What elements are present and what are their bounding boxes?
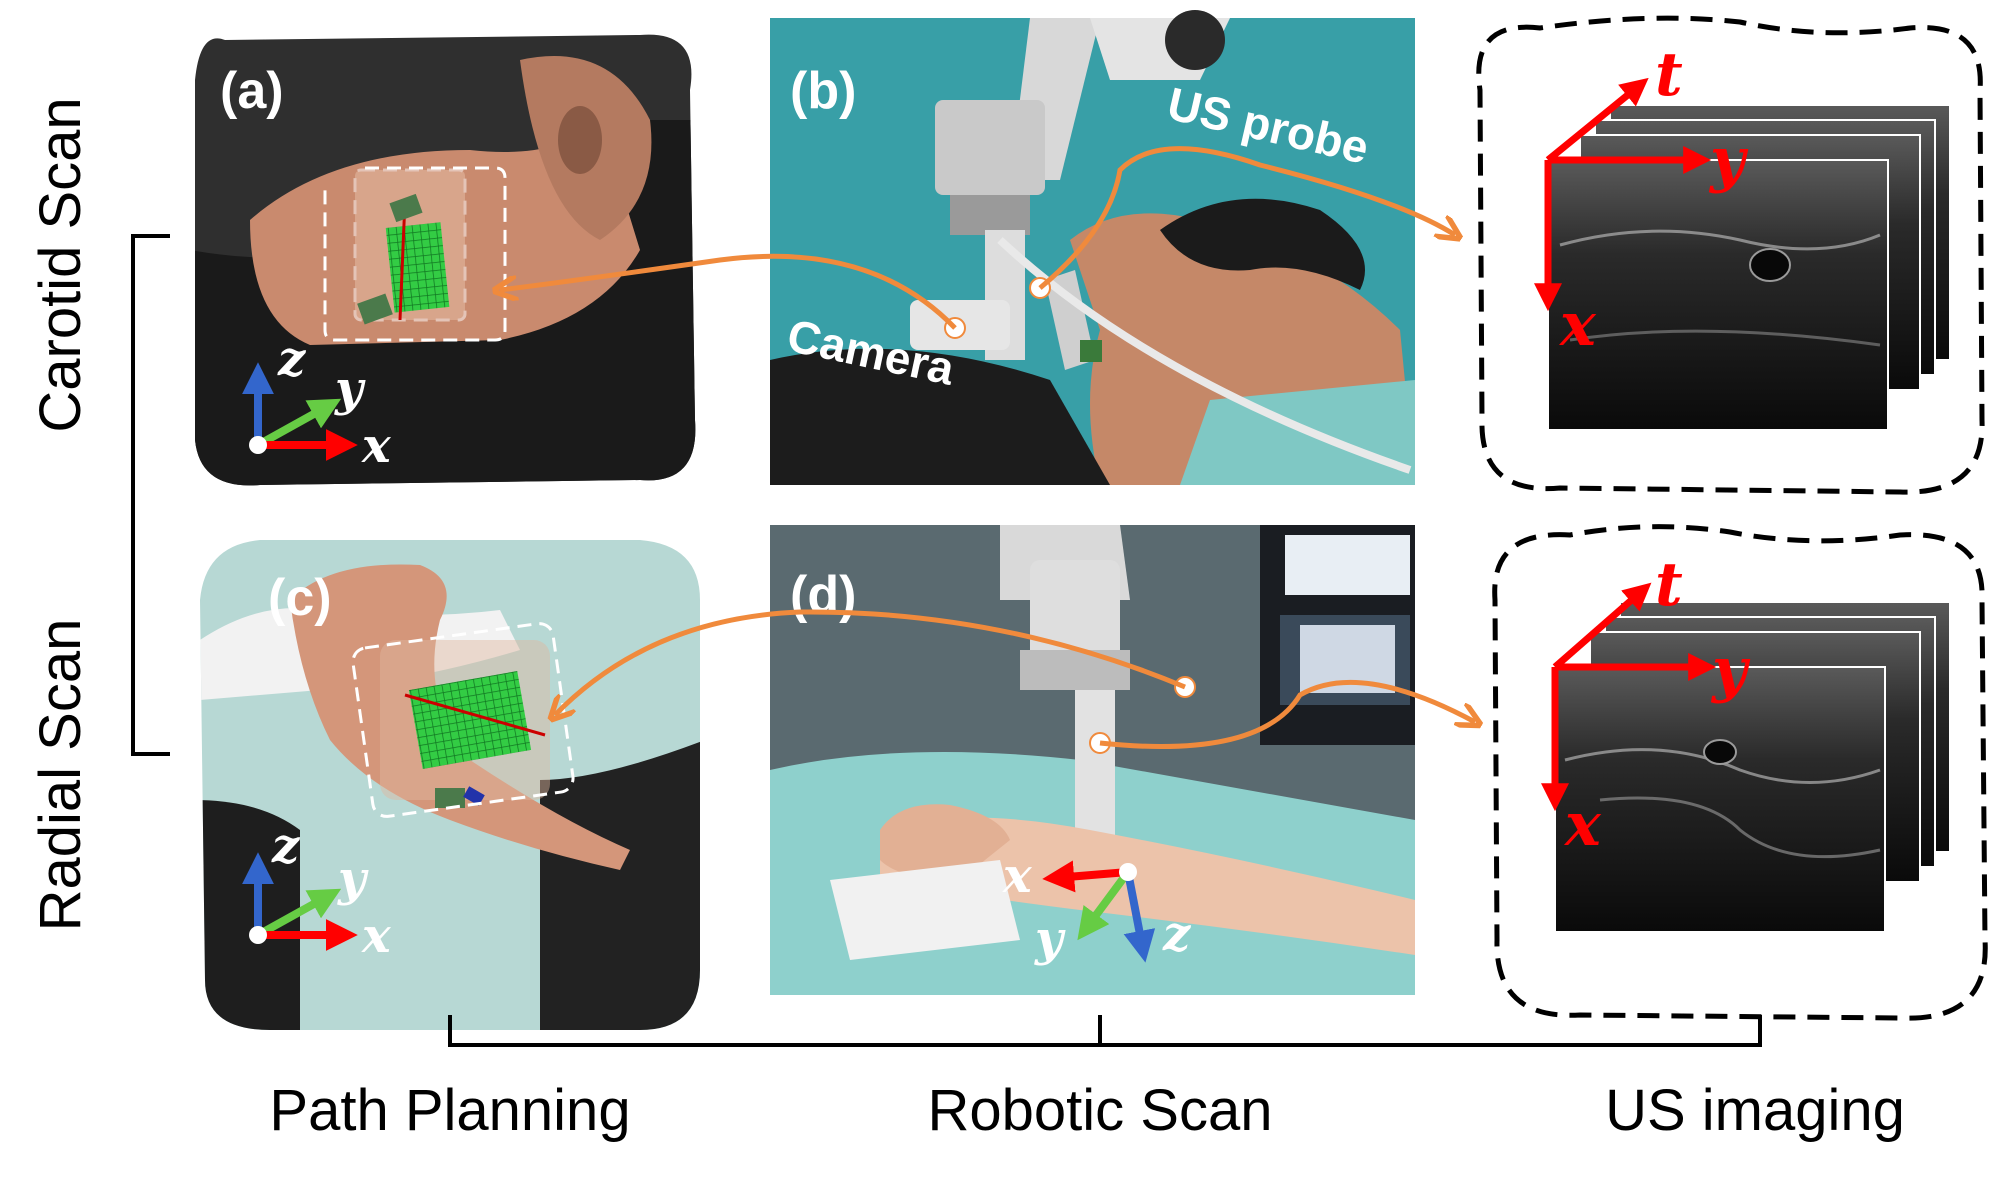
panel-a-label: (a)	[220, 62, 284, 120]
panel-b-label: (b)	[790, 62, 856, 120]
column-label-us-imaging: US imaging	[1605, 1078, 1905, 1143]
panel-a-point-cloud	[195, 34, 696, 486]
panel-d-axis-z: z	[1162, 906, 1192, 962]
us-top-axis-x: x	[1558, 290, 1597, 360]
row-bracket	[131, 234, 170, 756]
panel-a-axes: z y x	[242, 331, 392, 474]
panel-d-axis-x: x	[1002, 848, 1033, 904]
connector-arrows	[500, 146, 1475, 749]
us-bottom-axis-t: t	[1655, 550, 1683, 620]
panel-c-axes: z y x	[242, 818, 392, 964]
column-label-robotic-scan: Robotic Scan	[928, 1078, 1273, 1143]
us-stack-top: t y x	[1476, 15, 1985, 495]
panel-d-label: (d)	[790, 566, 856, 624]
row-label-radial: Radial Scan	[28, 619, 93, 932]
row-label-carotid: Carotid Scan	[28, 97, 93, 432]
panel-c-axis-x: x	[361, 908, 392, 964]
column-label-path-planning: Path Planning	[269, 1078, 630, 1143]
panel-a-axis-z: z	[277, 331, 307, 387]
us-top-axis-y: y	[1708, 125, 1749, 195]
panel-c-point-cloud	[200, 540, 700, 1030]
panel-a-region-box	[323, 166, 507, 342]
us-bottom-axis-y: y	[1710, 635, 1751, 705]
panel-c-label: (c)	[268, 569, 332, 627]
panel-c-axis-z: z	[271, 818, 301, 874]
column-bracket	[448, 1015, 1762, 1047]
us-stack-bottom: t y x	[1492, 524, 1988, 1021]
panel-c-axis-y: y	[337, 851, 369, 907]
panel-a-axis-x: x	[361, 418, 392, 474]
us-top-axis-t: t	[1655, 40, 1683, 110]
panel-a-axis-y: y	[334, 361, 366, 417]
us-bottom-axis-x: x	[1563, 790, 1602, 860]
panel-d-axes: x y z	[1002, 848, 1192, 967]
panel-d-axis-y: y	[1034, 911, 1066, 967]
panel-b-photo	[770, 10, 1415, 486]
